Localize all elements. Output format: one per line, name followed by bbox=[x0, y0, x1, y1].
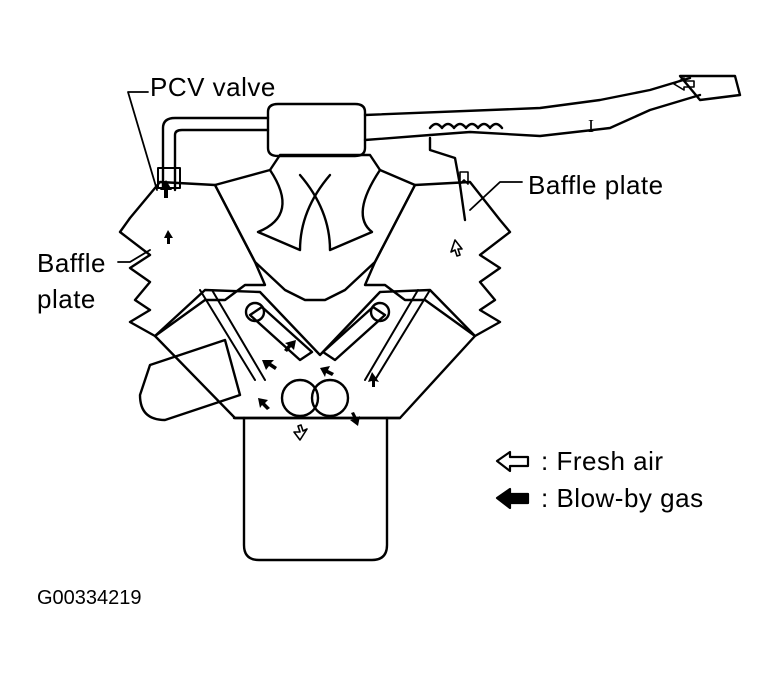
throttle-body bbox=[266, 102, 367, 158]
baffle-right-leader bbox=[469, 181, 523, 211]
right-cylinder-head bbox=[363, 180, 512, 338]
left-cylinder-head bbox=[118, 180, 267, 338]
right-pushrod-guide bbox=[374, 289, 431, 381]
exhaust-manifold-left bbox=[138, 338, 242, 422]
baffle-plate-right-label: Baffle plate bbox=[528, 170, 664, 200]
pcv-valve bbox=[157, 167, 181, 189]
crankshaft-left bbox=[280, 378, 320, 418]
baffle-plate-left-label-line2: plate bbox=[37, 284, 96, 314]
left-pushrod-guide bbox=[199, 289, 256, 381]
left-pushrod-guide-2 bbox=[211, 289, 266, 381]
fresh-air-legend-icon bbox=[495, 450, 530, 473]
fresh-air-hose-top bbox=[363, 76, 692, 117]
pcv-hose bbox=[161, 116, 270, 190]
marker-i: I bbox=[588, 116, 594, 136]
fresh-air-arrows bbox=[293, 77, 695, 441]
legend-blow-by-gas: : Blow-by gas bbox=[541, 483, 704, 513]
right-pushrod-guide-2 bbox=[364, 289, 419, 381]
left-rocker bbox=[248, 305, 314, 362]
blow-by-legend-icon bbox=[495, 487, 530, 510]
intake-manifold bbox=[213, 153, 417, 302]
oil-pan bbox=[242, 416, 389, 562]
baffle-left-leader bbox=[117, 249, 151, 263]
breather-hose-right bbox=[428, 136, 467, 222]
fresh-air-hose-bottom bbox=[363, 93, 702, 142]
pcv-hose-inner bbox=[173, 128, 270, 192]
baffle-plate-left-label-line1: Baffle bbox=[37, 248, 107, 278]
crankshaft-right bbox=[310, 378, 350, 418]
intake-runner-right bbox=[298, 168, 382, 252]
air-duct-end bbox=[678, 74, 742, 102]
pcv-label-leader bbox=[127, 91, 158, 191]
right-rocker bbox=[321, 305, 387, 362]
legend-fresh-air: : Fresh air bbox=[541, 446, 664, 476]
figure-code: G00334219 bbox=[37, 587, 142, 609]
blow-by-arrows bbox=[160, 180, 379, 426]
corrugated-section bbox=[428, 122, 504, 130]
cylinder-block bbox=[153, 288, 477, 420]
intake-runner-left bbox=[256, 168, 332, 252]
pcv-valve-label: PCV valve bbox=[150, 72, 276, 102]
